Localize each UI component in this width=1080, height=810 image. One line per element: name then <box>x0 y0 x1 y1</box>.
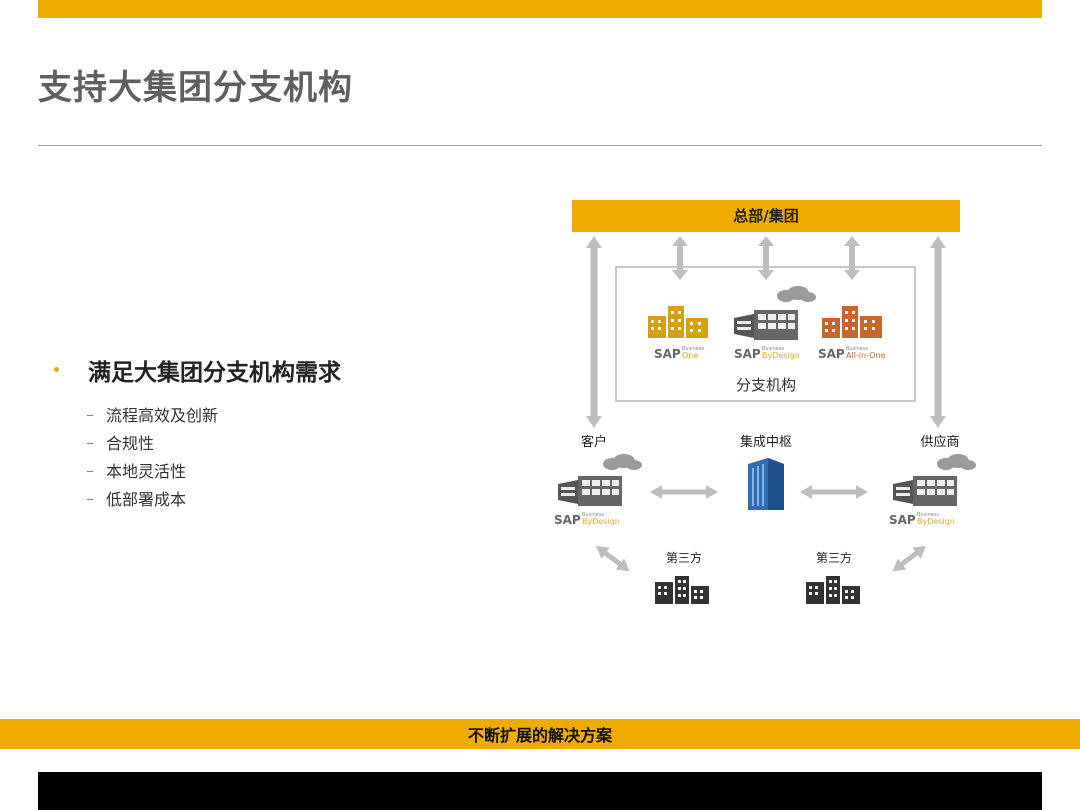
third-party-left-building-icon <box>655 576 709 604</box>
top-accent-bar <box>38 0 1042 18</box>
supplier-product-line1: Business <box>917 512 939 518</box>
main-bullet: 满足大集团分支机构需求 <box>88 360 341 386</box>
customer-building-icon <box>558 476 622 506</box>
product-brand: SAP <box>654 347 681 361</box>
product-brand: SAP <box>818 347 845 361</box>
product-line1: Business <box>682 346 704 352</box>
supplier-label: 供应商 <box>920 434 959 450</box>
third-party-right-building-icon <box>806 576 860 604</box>
all-in-one-building-icon <box>822 306 882 338</box>
title-divider <box>38 145 1042 146</box>
customer-product-line1: Business <box>582 512 604 518</box>
third-party-left-label: 第三方 <box>666 550 702 565</box>
sub-bullet-item: –本地灵活性 <box>86 460 187 482</box>
customer-product-line2: ByDesign <box>582 517 620 526</box>
product-line2: All-in-One <box>846 351 886 360</box>
sub-bullet-item: –低部署成本 <box>86 488 187 510</box>
cloud-icon <box>603 454 642 470</box>
sub-bullet-list: –流程高效及创新 –合规性 –本地灵活性 –低部署成本 <box>86 400 218 512</box>
customer-product-brand: SAP <box>554 513 581 527</box>
hq-branch-arrows <box>672 236 860 280</box>
product-line2: ByDesign <box>762 351 800 360</box>
bullet-dot-icon <box>54 367 59 372</box>
third-party-arrows <box>596 546 926 572</box>
cloud-icon <box>937 454 976 470</box>
bottom-black-bar <box>38 772 1042 810</box>
page-title: 支持大集团分支机构 <box>38 68 353 108</box>
hub-building-icon <box>748 458 784 510</box>
product-line1: Business <box>762 346 784 352</box>
footer-text: 不断扩展的解决方案 <box>467 726 612 745</box>
third-party-right-label: 第三方 <box>816 550 852 565</box>
product-line2: One <box>682 351 698 360</box>
hq-bar <box>572 200 960 232</box>
product-brand: SAP <box>734 347 761 361</box>
supplier-building-icon <box>893 476 957 506</box>
sub-bullet-item: –合规性 <box>86 432 155 454</box>
hq-label: 总部/集团 <box>733 207 798 225</box>
hub-horizontal-arrows <box>650 485 868 499</box>
product-line1: Business <box>846 346 868 352</box>
customer-label: 客户 <box>581 434 607 450</box>
supplier-product-brand: SAP <box>889 513 916 527</box>
business-one-building-icon <box>648 306 708 338</box>
supplier-product-line2: ByDesign <box>917 517 955 526</box>
sub-bullet-item: –流程高效及创新 <box>86 404 219 426</box>
hub-label: 集成中枢 <box>740 434 792 450</box>
branch-label: 分支机构 <box>736 376 796 394</box>
hq-edge-arrows <box>586 236 946 428</box>
footer-bar: 不断扩展的解决方案 <box>0 719 1080 749</box>
